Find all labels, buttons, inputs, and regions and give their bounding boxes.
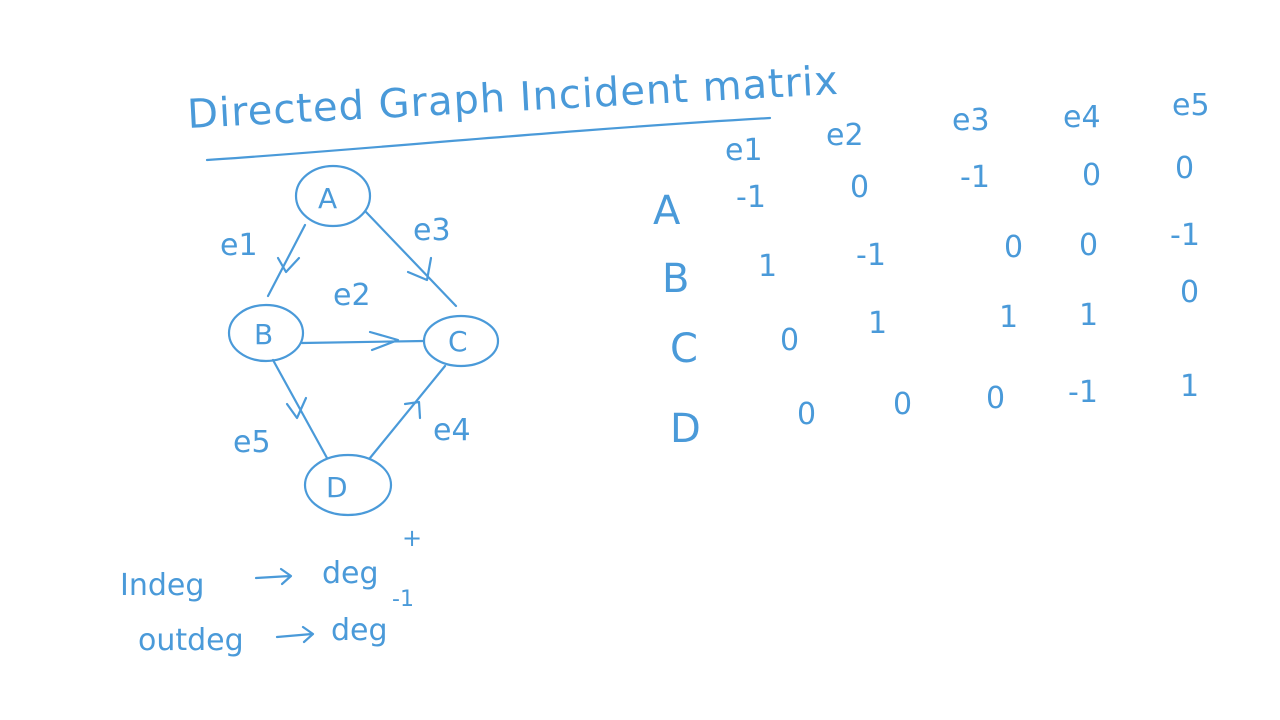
- node-d: [303, 453, 393, 517]
- matrix-cell: 0: [1004, 230, 1023, 265]
- title-underline: [205, 116, 772, 162]
- edge-e3-line: [364, 210, 458, 308]
- edge-e1-label: e1: [220, 228, 258, 263]
- matrix-cell: 0: [986, 381, 1005, 416]
- edge-e4-arrowhead: [403, 400, 422, 420]
- matrix-cell: 0: [780, 323, 799, 358]
- matrix-cell: 1: [758, 249, 777, 284]
- matrix-cell: 0: [797, 397, 816, 432]
- matrix-row-label: D: [670, 406, 701, 452]
- matrix-cell: 0: [893, 387, 912, 422]
- matrix-row-label: A: [653, 188, 681, 234]
- node-c-label: C: [448, 325, 468, 358]
- degree-notes: Indeg deg + outdeg deg -1: [120, 524, 422, 658]
- matrix-cell: 1: [868, 306, 887, 341]
- matrix-col-header: e5: [1172, 88, 1210, 123]
- edge-e1-line: [266, 223, 307, 298]
- matrix-cell: -1: [856, 238, 886, 273]
- edge-e4-label: e4: [433, 413, 471, 448]
- incidence-matrix: e1 e2 e3 e4 e5 A B C D -1 0 -1 0 0 1 -1 …: [653, 88, 1210, 452]
- indeg-arrow: [254, 567, 293, 586]
- outdeg-superscript: -1: [392, 587, 414, 612]
- matrix-row-label: C: [670, 326, 698, 372]
- outdeg-label: outdeg: [138, 623, 244, 658]
- matrix-cell: -1: [960, 160, 990, 195]
- edge-e2-label: e2: [333, 278, 371, 313]
- matrix-cell: 0: [1180, 275, 1199, 310]
- matrix-cell: -1: [1068, 375, 1098, 410]
- matrix-cell: 1: [999, 300, 1018, 335]
- edge-e5-arrowhead: [285, 396, 308, 420]
- matrix-cell: -1: [736, 180, 766, 215]
- matrix-row-label: B: [662, 256, 689, 302]
- node-a-label: A: [318, 182, 337, 215]
- outdeg-arrow: [275, 625, 315, 644]
- edge-e3-arrowhead: [406, 256, 433, 282]
- outdeg-symbol: deg: [331, 613, 388, 648]
- node-a: [294, 164, 372, 228]
- node-b-label: B: [254, 318, 273, 351]
- graph-nodes: A B C D: [227, 164, 500, 517]
- matrix-cell: -1: [1170, 218, 1200, 253]
- matrix-cell: 0: [850, 170, 869, 205]
- indeg-symbol: deg: [322, 556, 379, 591]
- matrix-cell: 1: [1079, 298, 1098, 333]
- matrix-col-header: e2: [826, 118, 864, 153]
- matrix-cell: 0: [1079, 228, 1098, 263]
- node-b: [227, 303, 305, 363]
- matrix-cell: 0: [1082, 158, 1101, 193]
- edge-e3-label: e3: [413, 213, 451, 248]
- node-d-label: D: [326, 471, 348, 504]
- indeg-superscript: +: [402, 524, 422, 552]
- page-title: Directed Graph Incident matrix: [186, 58, 840, 138]
- edge-e2-line: [300, 339, 426, 345]
- matrix-col-header: e3: [952, 103, 990, 138]
- matrix-cell: 0: [1175, 151, 1194, 186]
- edge-e1-arrowhead: [276, 256, 301, 274]
- edge-e5-label: e5: [233, 425, 271, 460]
- edge-e2-arrowhead: [368, 330, 400, 352]
- edge-e4-line: [368, 364, 447, 460]
- indeg-label: Indeg: [120, 568, 204, 603]
- graph-edges: e1 e2 e3 e4 e5: [220, 210, 471, 460]
- matrix-col-header: e1: [725, 133, 763, 168]
- matrix-cell: 1: [1180, 369, 1199, 404]
- matrix-col-header: e4: [1063, 100, 1101, 135]
